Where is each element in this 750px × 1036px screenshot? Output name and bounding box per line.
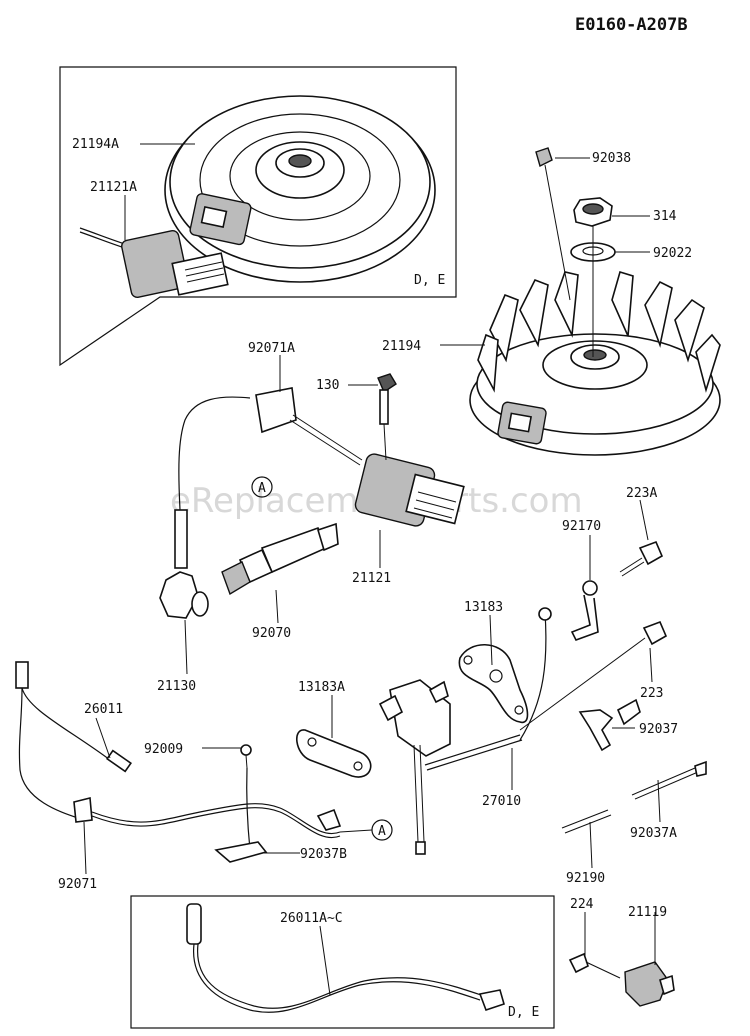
bracket-92037	[578, 698, 641, 752]
screw-92009	[240, 744, 252, 851]
gasket-13183	[458, 644, 529, 724]
label-21194A: 21194A	[72, 137, 119, 152]
bottom-box-note: D, E	[508, 1005, 539, 1020]
label-223: 223	[640, 686, 663, 701]
label-26011: 26011	[84, 702, 123, 717]
ref-a-lower-callout: A	[371, 819, 393, 841]
stop-switch-27010	[378, 607, 552, 855]
plug-cap-21130	[159, 509, 209, 619]
bolt-130	[377, 373, 397, 461]
flywheel-21194	[469, 270, 721, 456]
label-92038: 92038	[592, 151, 631, 166]
label-21119: 21119	[628, 905, 667, 920]
label-223A: 223A	[626, 486, 657, 501]
label-92037A: 92037A	[630, 826, 677, 841]
diagram-code: E0160-A207B	[575, 15, 688, 35]
label-13183A: 13183A	[298, 680, 345, 695]
label-314: 314	[653, 209, 677, 224]
label-21121A: 21121A	[90, 180, 137, 195]
label-92009: 92009	[144, 742, 183, 757]
bottom-inset-box	[130, 895, 555, 1029]
tube-92190	[561, 809, 612, 834]
label-92037: 92037	[639, 722, 678, 737]
label-21130: 21130	[157, 679, 196, 694]
screw-223A	[619, 540, 664, 577]
ref-a-upper-callout: A	[251, 476, 273, 498]
label-92037B: 92037B	[300, 847, 347, 862]
label-92071A: 92071A	[248, 341, 295, 356]
label-92071: 92071	[58, 877, 97, 892]
label-92190: 92190	[566, 871, 605, 886]
bracket-92170	[570, 580, 599, 641]
clamp-92037B	[214, 841, 268, 863]
label-92170: 92170	[562, 519, 601, 534]
ignition-coil-21121	[178, 387, 465, 527]
label-224: 224	[570, 897, 594, 912]
harness-26011	[15, 661, 373, 839]
ref-a-upper-label: A	[258, 481, 266, 496]
coil-21121A	[79, 227, 229, 298]
harness-26011A-C	[186, 903, 505, 1013]
label-130: 130	[316, 378, 339, 393]
tie-92037A	[631, 760, 707, 800]
label-92070: 92070	[252, 626, 291, 641]
ref-a-lower-label: A	[378, 824, 386, 839]
label-21194: 21194	[382, 339, 421, 354]
label-26011AC: 26011A~C	[280, 911, 343, 926]
label-92022: 92022	[653, 246, 692, 261]
label-21121: 21121	[352, 571, 391, 586]
top-inset-box	[59, 66, 457, 367]
switch-21119	[624, 961, 675, 1007]
top-box-note: D, E	[414, 273, 445, 288]
label-13183: 13183	[464, 600, 503, 615]
screw-223	[519, 620, 668, 731]
leader-lines	[83, 143, 661, 996]
flywheel-21194A	[164, 95, 436, 283]
label-27010: 27010	[482, 794, 521, 809]
spark-plug-92070	[221, 522, 339, 596]
nut-314	[573, 197, 613, 227]
part-labels: 21194A 21121A 92038 314 92022 21194 9207…	[58, 137, 692, 926]
key-92038	[535, 147, 571, 301]
screw-224	[568, 952, 621, 979]
gasket-13183A	[296, 729, 372, 778]
